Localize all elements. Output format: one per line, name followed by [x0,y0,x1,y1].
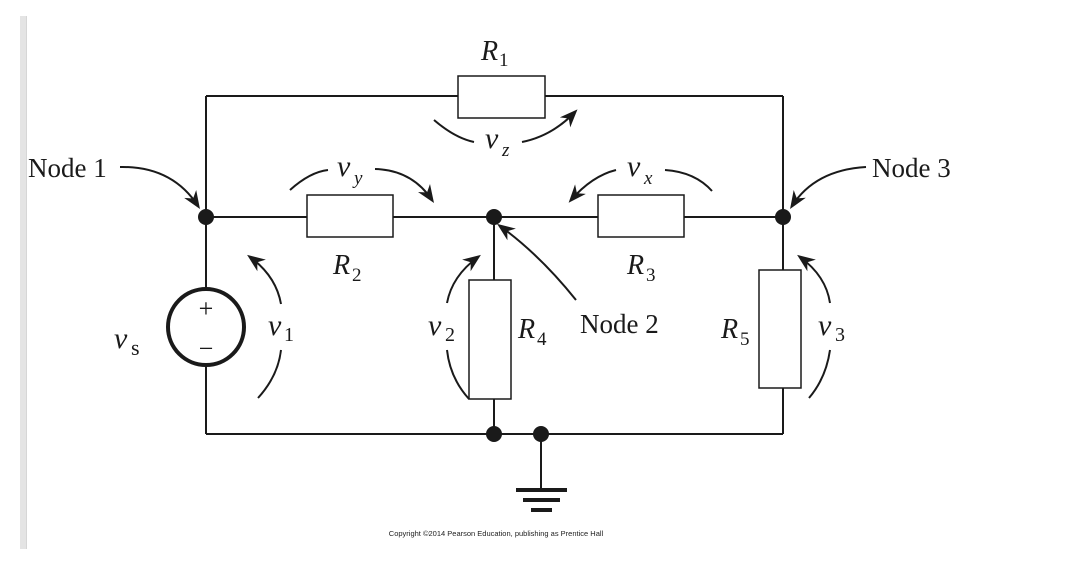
node-1-label: Node 1 [28,153,107,183]
source-circle [166,287,246,367]
resistor-r2 [306,194,394,238]
node-2-dot [486,209,502,225]
copyright-text: Copyright ©2014 Pearson Education, publi… [389,529,604,538]
node-2-pointer [497,223,577,301]
label-r4: R 4 [517,314,547,350]
resistor-r3 [597,194,685,238]
resistor-r5 [758,269,802,389]
bottom-node-dot [486,426,502,442]
voltage-source-vs: + − [166,287,246,367]
vx-arc-left [568,169,617,203]
svg-text:v: v [818,309,832,342]
ground-icon [516,488,567,512]
v1-arc-top [247,254,282,305]
svg-text:R: R [517,314,535,345]
source-plus: + [199,294,214,323]
v2-arc-bottom [446,349,470,400]
svg-text:R: R [332,250,350,281]
source-minus: − [199,334,214,363]
svg-text:v: v [627,150,641,183]
label-vs: v s [114,322,140,360]
svg-text:v: v [485,122,499,155]
svg-text:3: 3 [646,265,656,286]
node-3-label: Node 3 [872,153,951,183]
vx-arc-right [664,169,713,192]
v3-arc-bottom [808,349,831,399]
svg-text:v: v [428,309,442,342]
v3-arc-top [797,254,831,304]
vz-arc-right [521,109,578,143]
node-3-pointer [790,166,867,210]
svg-text:2: 2 [352,265,362,286]
svg-text:R: R [720,314,738,345]
label-r1: R 1 [480,36,509,71]
ground-node-dot [533,426,549,442]
svg-text:1: 1 [499,50,509,71]
vy-arc-left [289,169,329,191]
label-r3: R 3 [626,250,656,286]
vz-arc-left [433,119,475,143]
svg-text:5: 5 [740,329,750,350]
label-v1: v 1 [268,309,294,346]
svg-text:4: 4 [537,329,547,350]
vy-arc-right [374,168,434,203]
v2-arc-top [446,254,481,304]
node-1-pointer [119,165,200,210]
svg-text:2: 2 [445,324,455,346]
svg-text:3: 3 [835,324,845,346]
resistor-r1 [457,75,546,119]
svg-text:x: x [643,168,653,189]
label-vx: v x [627,150,653,189]
label-vy: v y [337,150,363,189]
label-vz: v z [485,122,510,161]
svg-text:1: 1 [284,324,294,346]
node-1-dot [198,209,214,225]
resistor-r4 [468,279,512,400]
node-2-label: Node 2 [580,309,659,339]
svg-text:v: v [337,150,351,183]
svg-text:s: s [131,335,140,360]
label-v3: v 3 [818,309,845,346]
wires [205,95,784,490]
svg-text:v: v [114,322,128,355]
label-v2: v 2 [428,309,455,346]
label-r5: R 5 [720,314,750,350]
svg-text:R: R [626,250,644,281]
svg-text:R: R [480,36,498,67]
v1-arc-bottom [257,349,282,399]
svg-text:y: y [352,168,363,189]
left-scroll-edge [20,16,27,549]
node-3-dot [775,209,791,225]
label-r2: R 2 [332,250,362,286]
svg-text:z: z [501,140,510,161]
svg-text:v: v [268,309,282,342]
